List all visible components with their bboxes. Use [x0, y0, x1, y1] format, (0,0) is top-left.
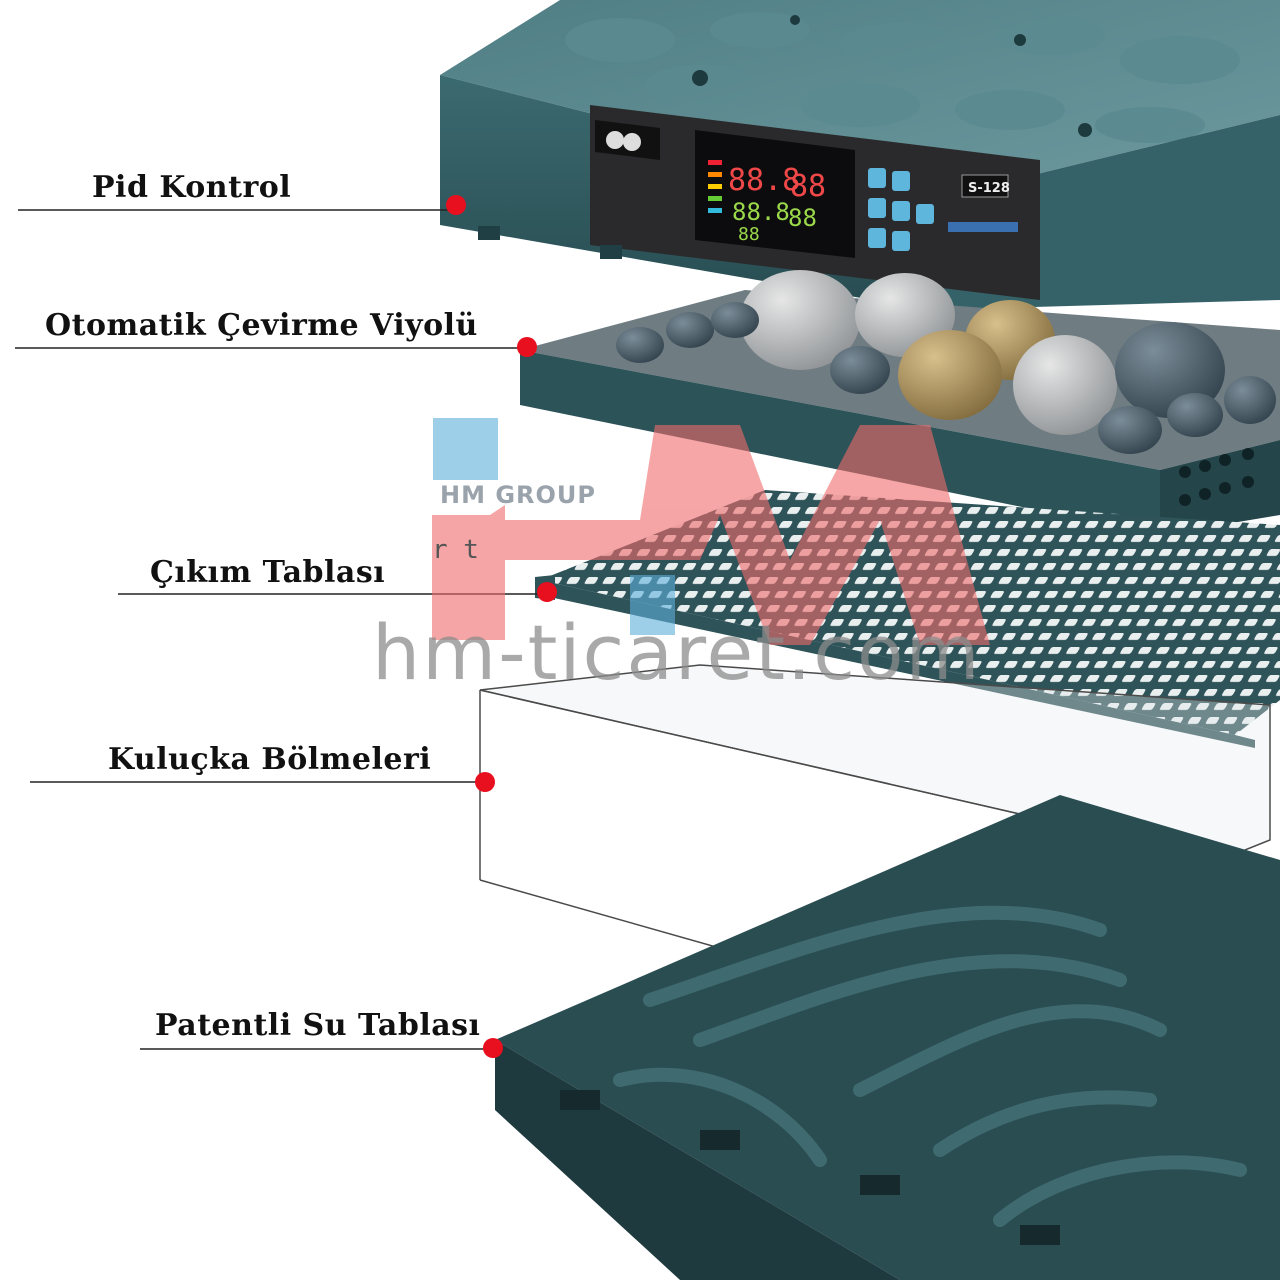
leader-lines — [15, 209, 546, 1050]
lcd-hum: 88 — [790, 169, 826, 204]
lcd-temp: 88.8 — [728, 163, 800, 198]
marker-kulucka — [475, 772, 495, 792]
watermark-small: r t — [432, 535, 479, 565]
marker-viyol — [517, 337, 537, 357]
marker-pid — [446, 195, 466, 215]
watermark-brand: HM GROUP — [440, 481, 596, 509]
water-tray — [495, 795, 1280, 1280]
markers — [446, 195, 557, 1058]
lcd-small: 88 — [738, 224, 760, 245]
label-patentli-su-tablasi: Patentli Su Tablası — [155, 1008, 481, 1043]
watermark-site: hm-ticaret.com — [372, 608, 982, 697]
lid: 88.8 88 88.8 88 88 S-128 — [440, 0, 1280, 310]
egg-turner-tray — [520, 270, 1280, 535]
level-bars — [708, 160, 722, 213]
label-pid-kontrol: Pid Kontrol — [92, 170, 292, 205]
watermark-logo — [432, 418, 990, 645]
lcd-temp2: 88.8 — [732, 198, 790, 226]
label-cikim-tablasi: Çıkım Tablası — [150, 555, 386, 590]
control-buttons — [868, 168, 934, 251]
label-kulucka-bolmeleri: Kuluçka Bölmeleri — [108, 742, 432, 777]
model-label: S-128 — [968, 181, 1010, 196]
label-otomatik-cevirme-viyolu: Otomatik Çevirme Viyolü — [45, 308, 478, 343]
eggs — [616, 270, 1276, 454]
lcd-hum2: 88 — [788, 204, 817, 232]
marker-su — [483, 1038, 503, 1058]
marker-cikim — [537, 582, 557, 602]
